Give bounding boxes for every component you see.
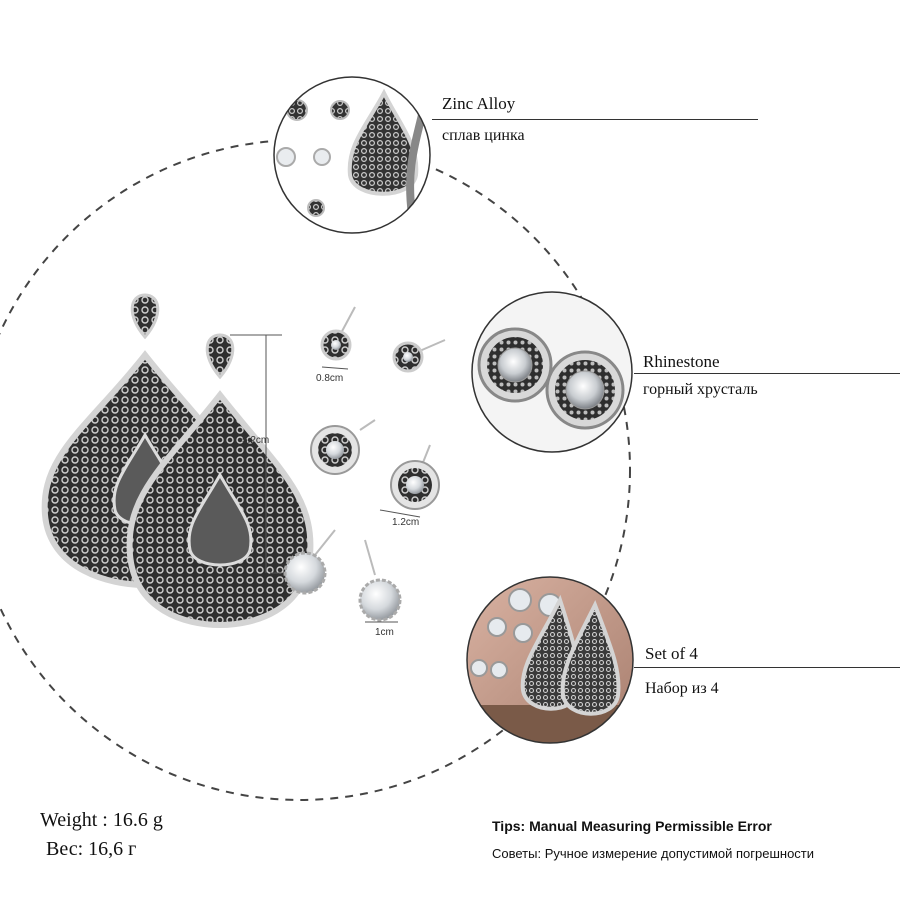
rhinestone-detail-circle [471,291,633,453]
round-stud-right [390,444,440,510]
weight-label-ru: Вес: 16,6 г [46,838,137,860]
flower-stud-left [320,306,356,361]
round-stud-left [310,419,376,475]
round-stud-size-label: 1.2cm [392,517,419,528]
crystal-stud-left [283,529,336,595]
stone-label-en: Rhinestone [643,352,720,371]
weight-label-en: Weight : 16.6 g [40,809,163,831]
flower-stud-right [392,339,446,373]
set-of-4-detail-circle [466,576,634,744]
stone-label-ru: горный хрусталь [643,381,758,398]
material-label-ru: сплав цинка [442,127,525,144]
material-label-en: Zinc Alloy [442,94,516,113]
set-label-en: Set of 4 [645,644,698,663]
drop-length-label: 5.2cm [242,435,269,446]
drop-earring-right [126,333,314,629]
tips-label-en: Tips: Manual Measuring Permissible Error [492,818,772,834]
earrings-product-illustration: 5.2cm 0.8cm 1.2cm 1cm [41,293,446,638]
crystal-stud-right [358,539,402,622]
flower-stud-size-label: 0.8cm [316,373,343,384]
tips-label-ru: Советы: Ручное измерение допустимой погр… [492,846,815,861]
set-label-ru: Набор из 4 [645,680,719,697]
crystal-stud-size-label: 1cm [375,627,394,638]
zinc-alloy-detail-circle [273,76,431,234]
